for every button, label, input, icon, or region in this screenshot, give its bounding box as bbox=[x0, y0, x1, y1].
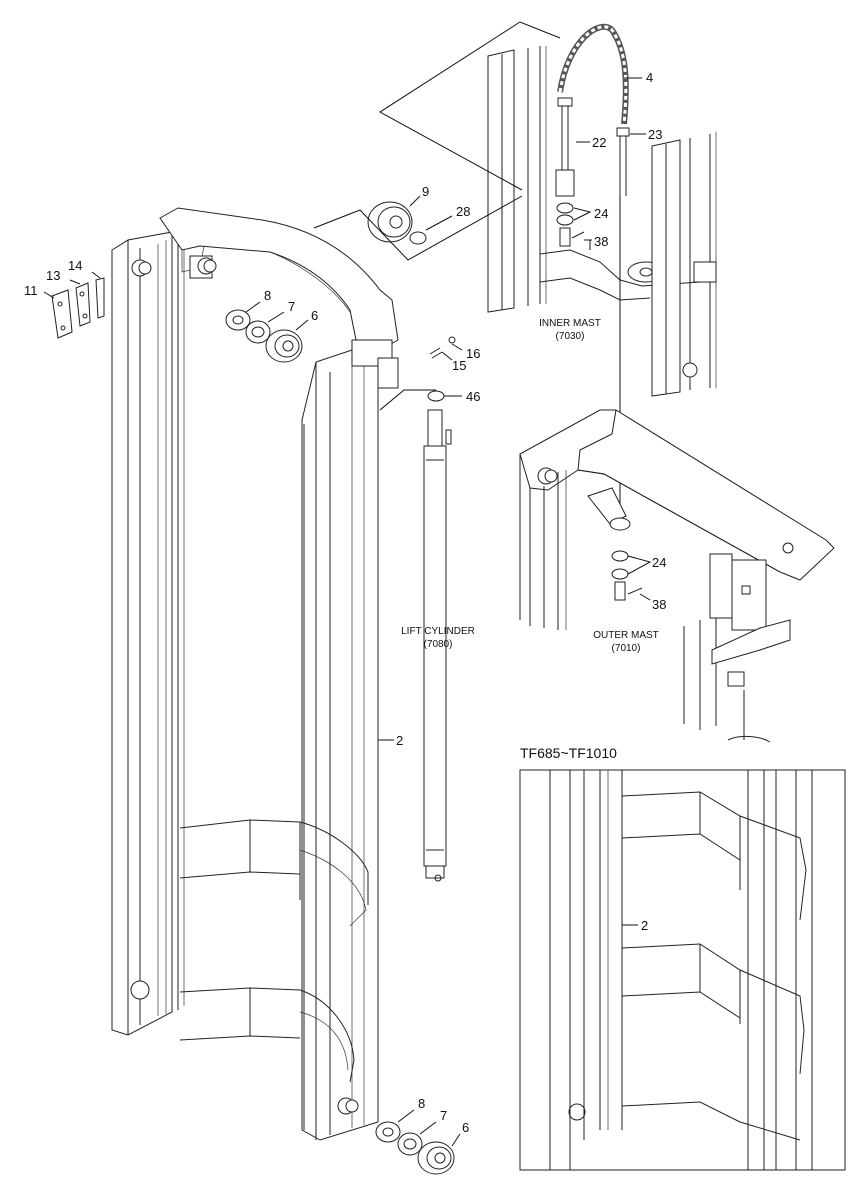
callout-15: 15 bbox=[452, 358, 466, 373]
callout-24-lower: 24 bbox=[652, 555, 666, 570]
guide-plates bbox=[51, 277, 105, 339]
callout-24-upper: 24 bbox=[594, 206, 608, 221]
inner-mast-assembly bbox=[487, 46, 717, 397]
callout-9: 9 bbox=[422, 184, 429, 199]
outer-mast-code: (7010) bbox=[612, 643, 641, 654]
callout-13: 13 bbox=[46, 268, 60, 283]
callout-16: 16 bbox=[466, 346, 480, 361]
callout-7-lower: 7 bbox=[440, 1108, 447, 1123]
inner-mast-label: INNER MAST bbox=[539, 318, 601, 329]
outer-mast-label: OUTER MAST bbox=[593, 630, 659, 641]
assembly-labels: INNER MAST (7030) OUTER MAST (7010) LIFT… bbox=[401, 318, 659, 761]
callout-6-upper: 6 bbox=[311, 308, 318, 323]
main-mast-assembly bbox=[111, 207, 399, 1141]
callout-11: 11 bbox=[24, 283, 38, 298]
lift-cylinder-code: (7080) bbox=[424, 639, 453, 650]
callout-46: 46 bbox=[466, 389, 480, 404]
callout-2-inset: 2 bbox=[641, 918, 648, 933]
callout-38-lower: 38 bbox=[652, 597, 666, 612]
callout-14: 14 bbox=[68, 258, 82, 273]
callout-38-upper: 38 bbox=[594, 234, 608, 249]
lift-cylinder-drawing bbox=[423, 409, 452, 882]
callout-numbers: 4 22 23 24 38 9 28 8 7 6 14 13 11 15 16 … bbox=[24, 70, 666, 1135]
lift-cylinder-label: LIFT CYLINDER bbox=[401, 626, 475, 637]
cylinder-pins bbox=[427, 336, 456, 402]
leader-lines bbox=[43, 77, 652, 1147]
inset-title: TF685~TF1010 bbox=[520, 745, 617, 761]
lower-bearing-set bbox=[375, 1121, 455, 1175]
callout-4-upper: 4 bbox=[646, 70, 653, 85]
inner-mast-code: (7030) bbox=[556, 331, 585, 342]
outer-mast-assembly bbox=[519, 409, 835, 743]
upper-bearing-set bbox=[225, 201, 427, 363]
callout-2-main: 2 bbox=[396, 733, 403, 748]
callout-22: 22 bbox=[592, 135, 606, 150]
callout-7-upper: 7 bbox=[288, 299, 295, 314]
lift-chain bbox=[557, 23, 629, 125]
callout-8-upper: 8 bbox=[264, 288, 271, 303]
callout-8-lower: 8 bbox=[418, 1096, 425, 1111]
callout-28: 28 bbox=[456, 204, 470, 219]
inset-detail bbox=[519, 769, 846, 1171]
callout-6-lower: 6 bbox=[462, 1120, 469, 1135]
callout-23: 23 bbox=[648, 127, 662, 142]
